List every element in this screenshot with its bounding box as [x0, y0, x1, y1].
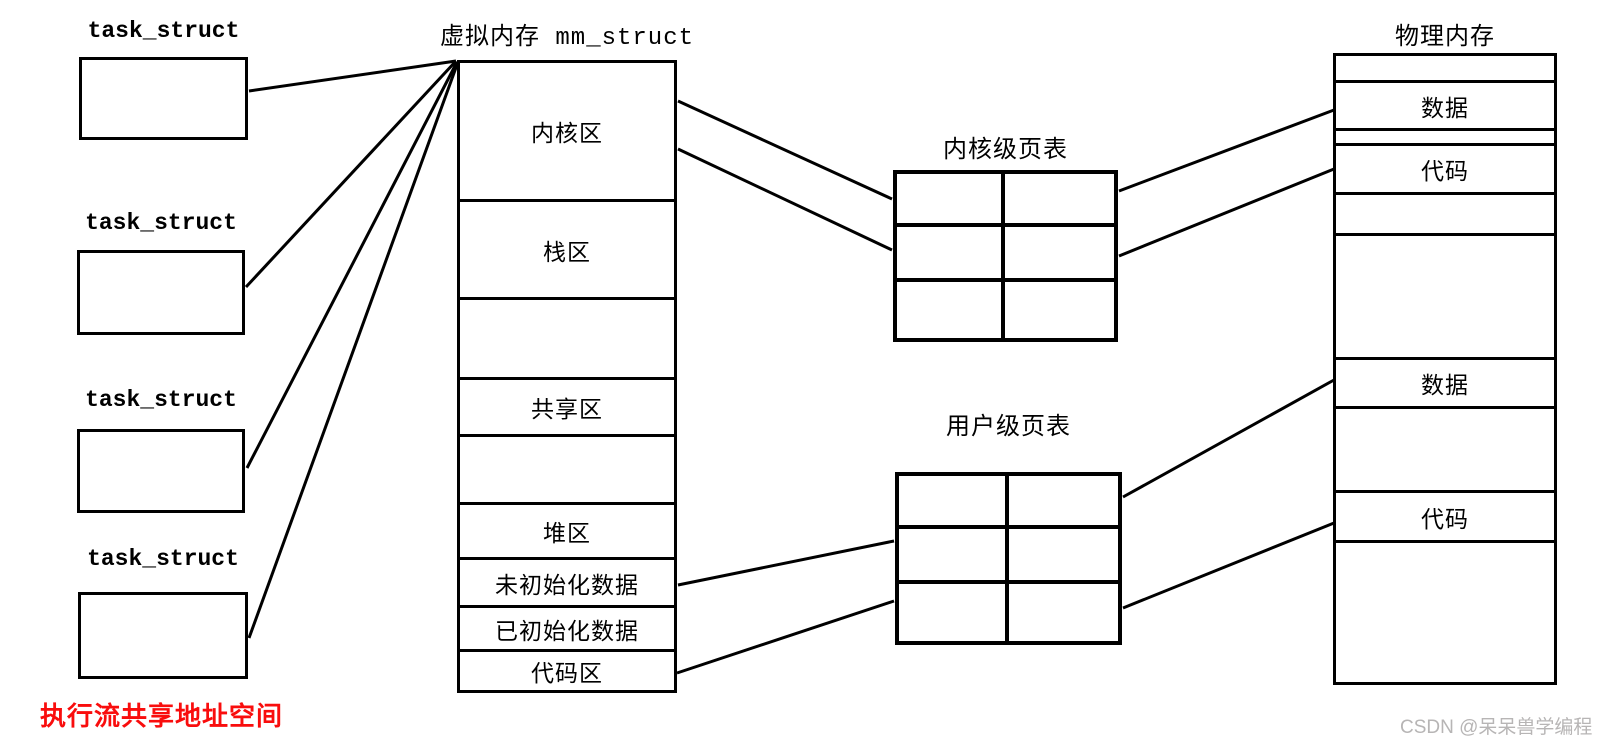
- vm-section-bss: 未初始化数据: [460, 560, 674, 608]
- line-task4-to-vm: [247, 61, 460, 639]
- vm-section-stack: 栈区: [460, 202, 674, 300]
- vm-section-empty-1: [460, 300, 674, 380]
- task-struct-box-4: [78, 592, 248, 679]
- physical-memory-title: 物理内存: [1395, 25, 1495, 52]
- user-page-table-title: 用户级页表: [946, 415, 1071, 442]
- pm-section-data-2: 数据: [1336, 360, 1554, 409]
- kpt-cell-3-right: [1005, 282, 1114, 338]
- kpt-cell-1-right: [1005, 174, 1114, 223]
- line-upt-to-pm-2: [1122, 521, 1335, 610]
- vm-section-empty-2: [460, 437, 674, 505]
- kpt-row-2: [897, 227, 1114, 282]
- kpt-cell-3-left: [897, 282, 1005, 338]
- upt-cell-1-right: [1009, 476, 1118, 525]
- upt-cell-1-left: [899, 476, 1009, 525]
- line-upt-to-pm-1: [1122, 378, 1335, 499]
- pm-section-empty-5: [1336, 409, 1554, 493]
- physical-memory-box: 数据 代码 数据 代码: [1333, 53, 1557, 685]
- vm-section-code: 代码区: [531, 661, 603, 686]
- line-task3-to-vm: [245, 61, 459, 469]
- task-struct-label-3: task_struct: [85, 387, 237, 413]
- kpt-cell-2-left: [897, 227, 1005, 278]
- line-kernel-to-kpt-1: [677, 99, 893, 201]
- pm-section-empty-1: [1336, 56, 1554, 83]
- pm-section-code-2: 代码: [1336, 493, 1554, 543]
- upt-cell-2-right: [1009, 529, 1118, 580]
- caption-shared-address-space: 执行流共享地址空间: [40, 702, 284, 731]
- pm-section-code-1: 代码: [1336, 146, 1554, 195]
- kpt-cell-2-right: [1005, 227, 1114, 278]
- kpt-row-1: [897, 174, 1114, 227]
- pm-section-empty-3: [1336, 195, 1554, 236]
- task-struct-label-4: task_struct: [87, 546, 239, 572]
- task-struct-label-1: task_struct: [87, 18, 240, 44]
- virtual-memory-box: 内核区 栈区 共享区 堆区 未初始化数据 已初始化数据 代码区: [457, 60, 677, 693]
- upt-cell-3-right: [1009, 584, 1118, 641]
- task-struct-label-2: task_struct: [85, 210, 237, 236]
- line-bss-to-upt: [677, 539, 895, 587]
- pm-section-data-1: 数据: [1336, 83, 1554, 131]
- vm-section-shared: 共享区: [460, 380, 674, 437]
- csdn-watermark: CSDN @呆呆兽学编程: [1400, 717, 1593, 738]
- line-kernel-to-kpt-2: [677, 147, 893, 252]
- vm-section-data: 已初始化数据: [460, 608, 674, 652]
- task-struct-box-3: [77, 429, 245, 513]
- vm-section-kernel: 内核区: [460, 63, 674, 202]
- pm-section-empty-6: [1336, 543, 1554, 682]
- task-struct-box-2: [77, 250, 245, 335]
- line-kpt-to-pm-2: [1118, 167, 1335, 258]
- virtual-memory-title: 虚拟内存 mm_struct: [439, 25, 695, 52]
- upt-cell-3-left: [899, 584, 1009, 641]
- pm-section-empty-4: [1336, 236, 1554, 360]
- line-task2-to-vm: [244, 59, 458, 289]
- upt-row-3: [899, 584, 1118, 641]
- kpt-cell-1-left: [897, 174, 1005, 223]
- line-task1-to-vm: [248, 59, 457, 93]
- pm-section-empty-2: [1336, 131, 1554, 146]
- kernel-page-table-title: 内核级页表: [943, 138, 1068, 165]
- vm-section-heap: 堆区: [460, 505, 674, 560]
- line-kpt-to-pm-1: [1118, 108, 1335, 193]
- upt-row-2: [899, 529, 1118, 584]
- kernel-page-table: [893, 170, 1118, 342]
- user-page-table: [895, 472, 1122, 645]
- task-struct-box-1: [79, 57, 248, 140]
- upt-row-1: [899, 476, 1118, 529]
- line-code-to-upt: [676, 599, 895, 675]
- upt-cell-2-left: [899, 529, 1009, 580]
- kpt-row-3: [897, 282, 1114, 338]
